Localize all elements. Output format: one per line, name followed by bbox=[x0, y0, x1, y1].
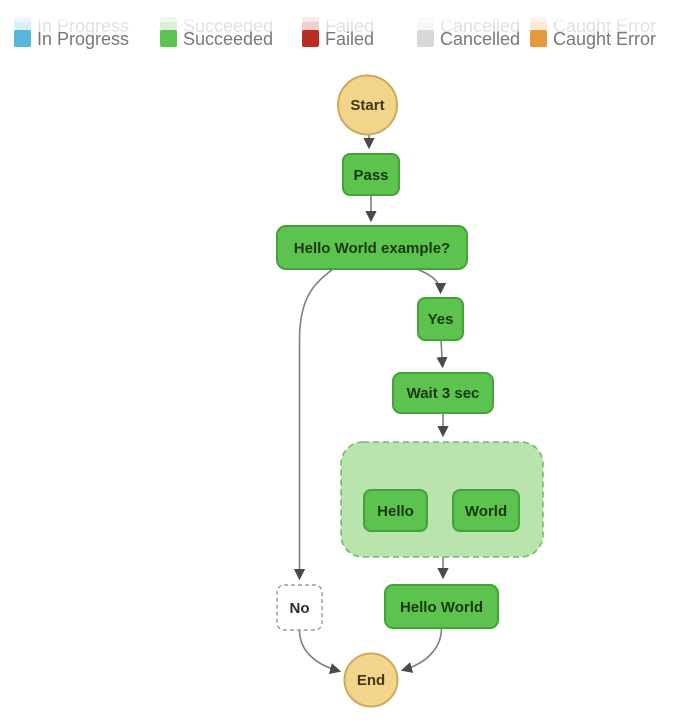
start-shape[interactable] bbox=[337, 74, 398, 136]
node-world[interactable]: World bbox=[452, 489, 520, 532]
cancelled-swatch bbox=[417, 30, 434, 47]
legend-item-succeeded: Succeeded bbox=[160, 29, 273, 49]
world-shape[interactable] bbox=[452, 489, 520, 532]
node-wait[interactable]: Wait 3 sec bbox=[392, 372, 494, 414]
node-hello-world[interactable]: Hello World bbox=[384, 584, 499, 629]
top-fade-overlay bbox=[0, 0, 700, 22]
hello-label: Hello bbox=[377, 503, 414, 520]
edge-yes-wait bbox=[436, 339, 448, 369]
succeeded-label: Succeeded bbox=[183, 29, 273, 49]
failed-label: Failed bbox=[325, 29, 374, 49]
caught-error-swatch bbox=[530, 30, 547, 47]
end-shape[interactable] bbox=[343, 652, 399, 708]
caught-error-label: Caught Error bbox=[553, 29, 656, 49]
yes-shape[interactable] bbox=[417, 297, 464, 341]
edge-helloworld-end bbox=[400, 627, 443, 673]
hello-shape[interactable] bbox=[363, 489, 428, 532]
node-yes[interactable]: Yes bbox=[417, 297, 464, 341]
in-progress-swatch bbox=[14, 30, 31, 47]
node-end[interactable]: End bbox=[343, 652, 399, 708]
hello-world-label: Hello World bbox=[400, 599, 483, 616]
graph-legend: In Progress Succeeded Failed Cancelled C… bbox=[14, 29, 656, 49]
node-hello[interactable]: Hello bbox=[363, 489, 428, 532]
edge-choice-no bbox=[293, 268, 334, 581]
wait-label: Wait 3 sec bbox=[407, 385, 480, 402]
world-label: World bbox=[465, 503, 507, 520]
end-label: End bbox=[357, 672, 385, 689]
node-pass[interactable]: Pass bbox=[342, 153, 400, 196]
pass-shape[interactable] bbox=[342, 153, 400, 196]
legend-item-failed: Failed bbox=[302, 29, 374, 49]
wait-shape[interactable] bbox=[392, 372, 494, 414]
node-no[interactable]: No bbox=[276, 584, 323, 631]
hello-world-shape[interactable] bbox=[384, 584, 499, 629]
legend-item-cancelled: Cancelled bbox=[417, 29, 520, 49]
edge-choice-yes bbox=[416, 268, 447, 295]
start-label: Start bbox=[350, 97, 384, 114]
pass-label: Pass bbox=[353, 167, 388, 184]
choice-shape[interactable] bbox=[276, 225, 468, 270]
succeeded-swatch bbox=[160, 30, 177, 47]
legend-item-in-progress: In Progress bbox=[14, 29, 129, 49]
node-start[interactable]: Start bbox=[337, 74, 398, 136]
cancelled-label: Cancelled bbox=[440, 29, 520, 49]
edge-no-end bbox=[298, 629, 342, 675]
no-label: No bbox=[290, 600, 310, 617]
failed-swatch bbox=[302, 30, 319, 47]
in-progress-label: In Progress bbox=[37, 29, 129, 49]
legend-item-caught-error: Caught Error bbox=[530, 29, 656, 49]
yes-label: Yes bbox=[428, 311, 454, 328]
node-choice[interactable]: Hello World example? bbox=[276, 225, 468, 270]
no-shape[interactable] bbox=[276, 584, 323, 631]
choice-label: Hello World example? bbox=[294, 240, 450, 257]
